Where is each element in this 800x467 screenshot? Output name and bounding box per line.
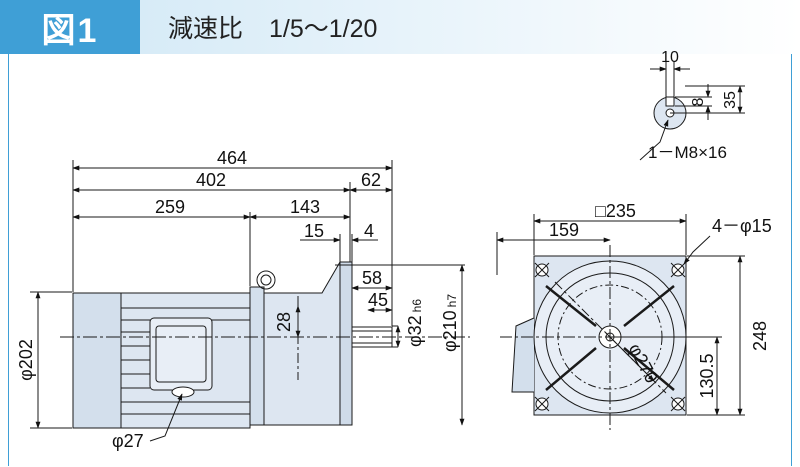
dim-flange-height: 248: [750, 321, 770, 351]
bolt-holes: [534, 262, 686, 412]
dim-motor-length: 402: [196, 170, 226, 190]
keyway: [665, 96, 675, 107]
lifting-eye: [256, 270, 276, 290]
dim-overall-length: 464: [217, 148, 247, 168]
dim-center-offset: 28: [274, 312, 294, 332]
dim-shaft-length: 58: [362, 268, 382, 288]
motor-flange: [249, 286, 265, 426]
drawing-frame: [8, 54, 792, 466]
dim-half-width: 159: [549, 220, 579, 240]
dim-center-height: 130.5: [697, 353, 717, 398]
dim-key-depth: 8: [690, 97, 707, 106]
dim-tap-hole: 1－M8×16: [648, 143, 727, 162]
terminal-box: [149, 317, 213, 391]
motor-fan-cover: [72, 292, 122, 429]
dim-spigot-dia: φ210h7: [440, 294, 460, 352]
dim-key-width: 10: [661, 49, 679, 66]
dim-shaft-extension: 62: [361, 170, 381, 190]
dim-shaft-offset: 4: [364, 221, 374, 241]
ratio-label: 減速比: [168, 15, 244, 43]
dim-bolt-holes: 4－φ15: [712, 216, 772, 236]
dim-flange-square: □235: [595, 201, 636, 221]
dim-motor-dia: φ202: [16, 339, 36, 381]
gearbox-side-bump: [511, 317, 535, 393]
output-flange: [339, 261, 353, 426]
gearbox-housing: [263, 260, 341, 426]
front-view: [511, 255, 687, 416]
dim-key-length: 45: [368, 290, 388, 310]
side-view: [72, 260, 393, 429]
figure-badge: 図1: [41, 11, 99, 50]
dim-flange-thickness: 15: [304, 221, 324, 241]
dim-terminal-dia: φ27: [112, 431, 144, 451]
dim-motor-body: 259: [155, 197, 185, 217]
figure-header: 図1 減速比 1/5～1/20: [0, 0, 800, 54]
dim-shaft-height: 35: [722, 91, 739, 109]
dim-shaft-dia: φ32h6: [405, 299, 425, 347]
figure-title: 減速比 1/5～1/20: [168, 0, 377, 54]
dim-gearbox-length: 143: [290, 197, 320, 217]
ratio-value: 1/5～1/20: [269, 15, 378, 43]
conduit-port: [171, 386, 195, 398]
